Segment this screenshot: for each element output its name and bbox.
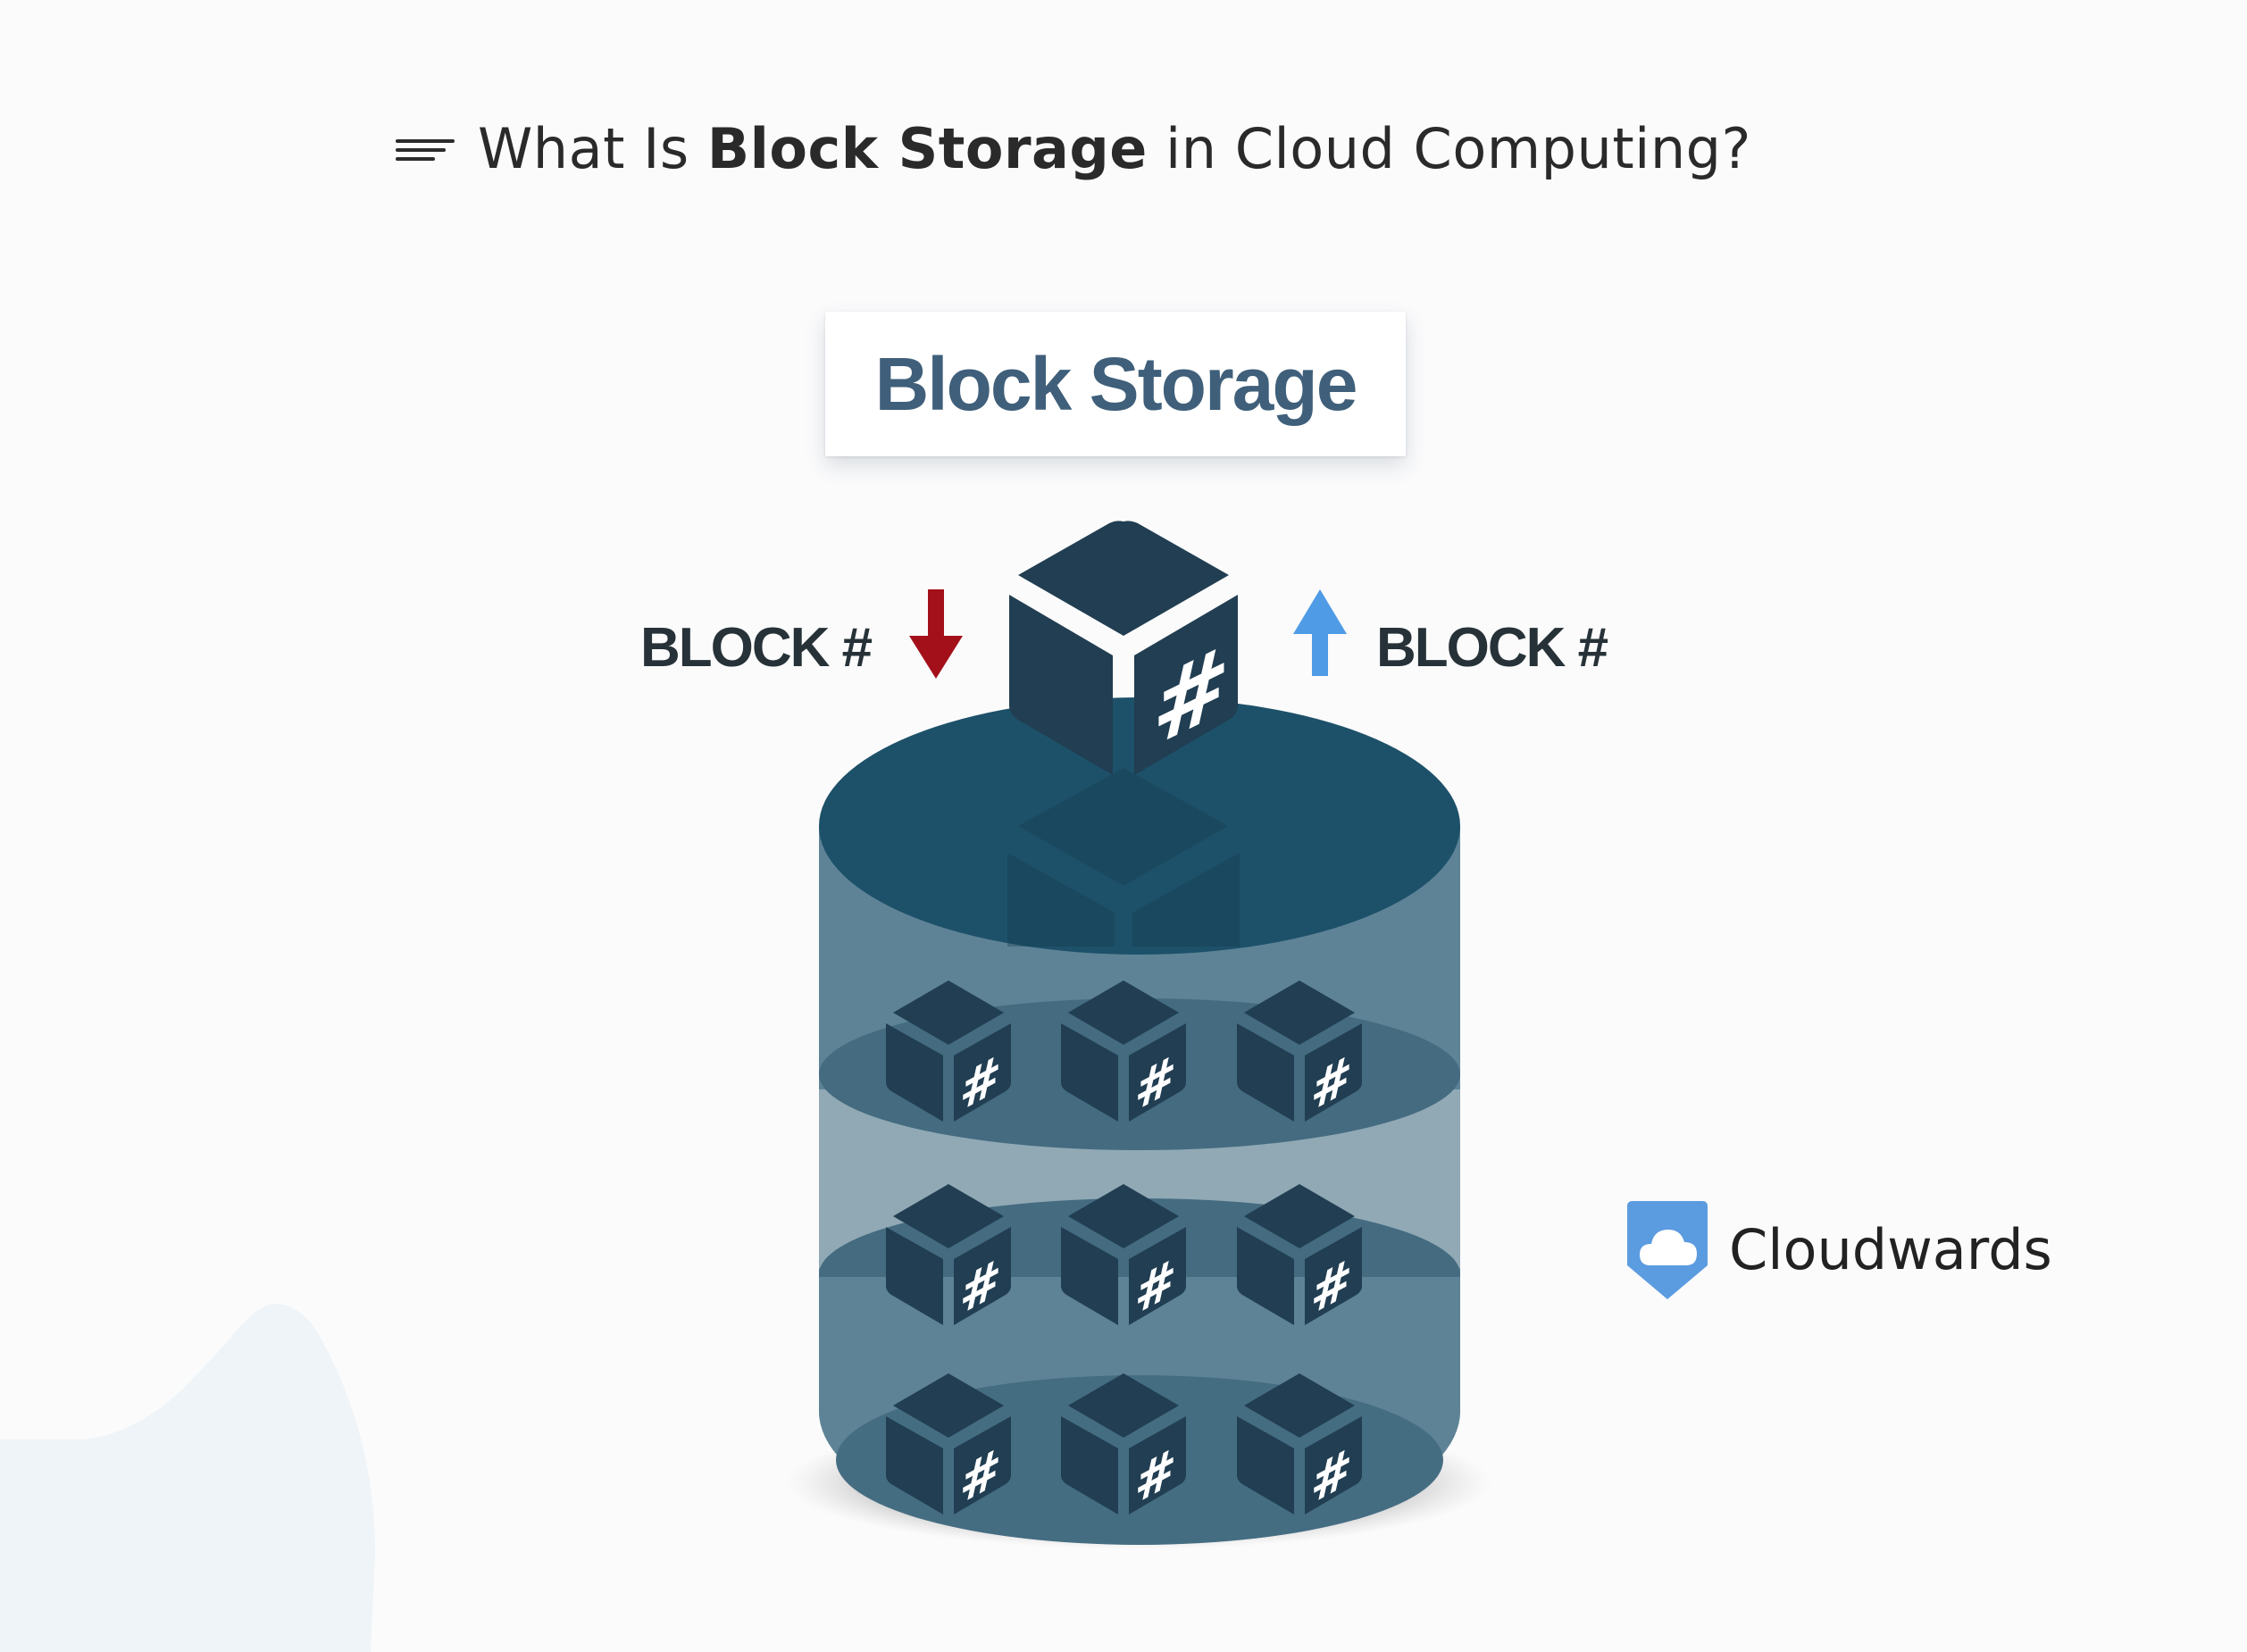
- heading-suffix: in Cloud Computing?: [1147, 116, 1751, 181]
- incoming-arrow-icon: [909, 589, 963, 679]
- background-blob: [0, 1304, 375, 1652]
- card-label: Block Storage: [874, 341, 1358, 426]
- page-heading: What Is Block Storage in Cloud Computing…: [396, 116, 1751, 181]
- brand-logo: Cloudwards: [1627, 1200, 2052, 1298]
- brand-icon-spacer: [1627, 1200, 1708, 1298]
- heading-bold: Block Storage: [706, 116, 1148, 181]
- main-block: #: [1009, 521, 1238, 775]
- cloud-shield-icon: [1627, 1201, 1708, 1299]
- incoming-block-label: BLOCK #: [640, 617, 873, 679]
- outgoing-block-label: BLOCK #: [1376, 617, 1608, 679]
- block-storage-card: Block Storage: [825, 312, 1406, 456]
- heading-text: What Is Block Storage in Cloud Computing…: [478, 116, 1751, 181]
- heading-prefix: What Is: [478, 116, 707, 181]
- outgoing-arrow-icon: [1293, 589, 1347, 676]
- menu-lines-icon: [396, 136, 455, 163]
- cylinder-top: [819, 697, 1460, 955]
- brand-name: Cloudwards: [1729, 1216, 2052, 1282]
